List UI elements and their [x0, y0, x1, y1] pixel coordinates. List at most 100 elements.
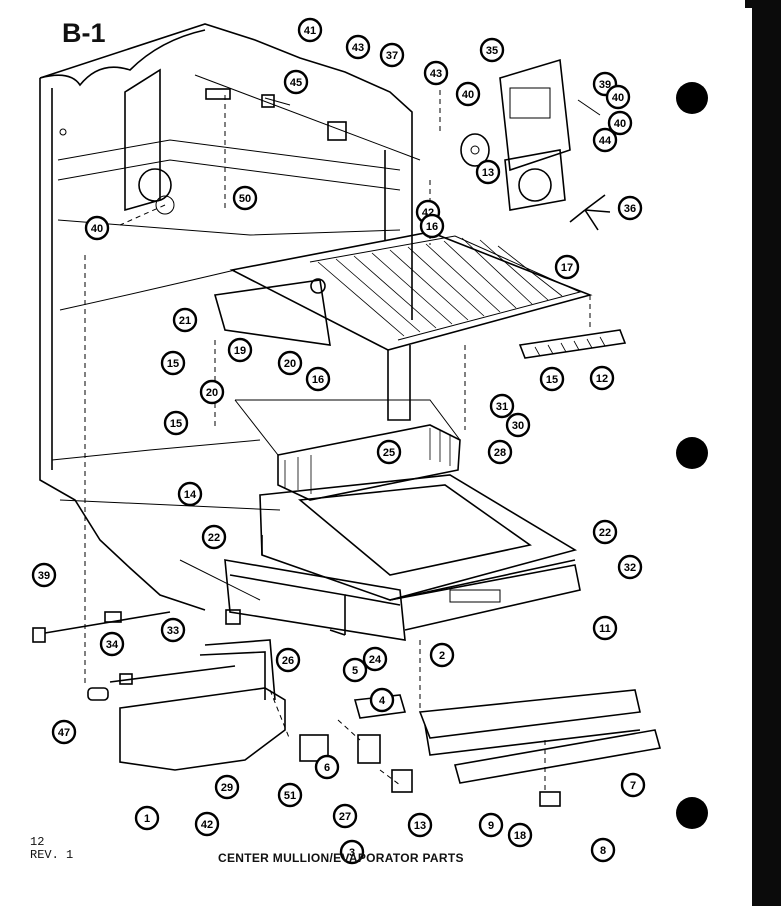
diagram-caption: CENTER MULLION/EVAPORATOR PARTS	[218, 851, 464, 865]
callout-bubble	[617, 554, 643, 580]
callout-number: 17	[561, 262, 573, 274]
callout-number: 26	[282, 655, 294, 667]
callout-number: 30	[512, 420, 524, 432]
callout-bubble	[539, 366, 565, 392]
callout-bubble	[51, 719, 77, 745]
callout-bubble	[172, 307, 198, 333]
callout-bubble	[362, 646, 388, 672]
callout-number: 20	[206, 387, 218, 399]
callout-bubble	[201, 524, 227, 550]
callout-number: 50	[239, 193, 251, 205]
callout-number: 47	[58, 727, 70, 739]
callout-bubble	[376, 439, 402, 465]
callout-bubble	[507, 822, 533, 848]
callout-number: 7	[630, 780, 636, 792]
callout-bubble	[607, 110, 633, 136]
callout-bubble	[429, 642, 455, 668]
punch-hole-bottom	[676, 797, 708, 829]
callout-number: 40	[462, 89, 474, 101]
callout-bubble	[423, 60, 449, 86]
callout-bubble	[479, 37, 505, 63]
callout-number: 34	[106, 639, 119, 651]
callout-number: 12	[596, 373, 608, 385]
callout-bubble	[369, 687, 395, 713]
callout-number: 29	[221, 782, 233, 794]
evaporator-coil	[234, 399, 461, 501]
callout-number: 11	[599, 623, 611, 635]
callout-bubble	[407, 812, 433, 838]
callout-bubble	[283, 69, 309, 95]
callout-bubble	[31, 562, 57, 588]
callout-number: 22	[208, 532, 220, 544]
callout-bubble	[592, 127, 618, 153]
callout-number: 3	[349, 847, 355, 859]
callout-bubble	[332, 803, 358, 829]
callout-number: 39	[38, 570, 50, 582]
callout-bubble	[590, 837, 616, 863]
callout-number: 6	[324, 762, 330, 774]
callout-bubble	[163, 410, 189, 436]
corner-mark	[745, 0, 755, 8]
callout-bubble	[339, 839, 365, 865]
callout-number: 33	[167, 625, 179, 637]
binding-edge-bar	[752, 0, 781, 906]
callout-bubble	[554, 254, 580, 280]
callout-bubble	[617, 195, 643, 221]
callout-number: 41	[304, 25, 316, 37]
callout-bubble	[505, 412, 531, 438]
insulation-frame	[259, 474, 578, 601]
punch-hole-top	[676, 82, 708, 114]
callout-bubble	[277, 350, 303, 376]
callout-bubble	[345, 34, 371, 60]
callout-bubble	[277, 782, 303, 808]
callout-bubble	[160, 617, 186, 643]
callout-number: 24	[369, 654, 382, 666]
callout-bubble	[455, 81, 481, 107]
callout-bubble	[177, 481, 203, 507]
callout-number: 36	[624, 203, 636, 215]
callout-number: 40	[612, 92, 624, 104]
callout-number: 16	[312, 374, 324, 386]
callout-bubble	[592, 519, 618, 545]
callout-bubble	[232, 185, 258, 211]
callout-number: 14	[184, 489, 197, 501]
page-number: 12 REV. 1	[30, 835, 74, 862]
callout-bubble	[487, 439, 513, 465]
callout-number: 5	[352, 665, 358, 677]
callout-number: 21	[179, 315, 191, 327]
callout-bubble	[589, 365, 615, 391]
mullion-front	[224, 559, 581, 641]
callout-number: 51	[284, 790, 296, 802]
callout-number: 40	[91, 223, 103, 235]
callout-bubble	[314, 754, 340, 780]
punch-hole-middle	[676, 437, 708, 469]
callout-number: 39	[599, 79, 611, 91]
callout-number: 9	[488, 820, 494, 832]
callout-bubble	[84, 215, 110, 241]
callout-bubble	[419, 213, 445, 239]
callout-number: 44	[599, 135, 612, 147]
callout-number: 45	[290, 77, 302, 89]
callout-number: 2	[439, 650, 445, 662]
callout-bubble	[475, 159, 501, 185]
callout-number: 15	[167, 358, 179, 370]
callout-bubble	[275, 647, 301, 673]
callout-bubble	[297, 17, 323, 43]
callout-number: 35	[486, 45, 498, 57]
callout-bubble	[620, 772, 646, 798]
callout-number: 8	[600, 845, 606, 857]
callout-bubble	[199, 379, 225, 405]
callout-number: 43	[352, 42, 364, 54]
callout-number: 4	[379, 695, 386, 707]
callout-number: 19	[234, 345, 246, 357]
callout-number: 16	[426, 221, 438, 233]
callout-bubble	[478, 812, 504, 838]
callout-number: 37	[386, 50, 398, 62]
evaporator-cover-plate	[59, 231, 627, 421]
callout-number: 15	[546, 374, 558, 386]
callout-bubble	[160, 350, 186, 376]
callout-bubble	[227, 337, 253, 363]
lower-left-parts	[32, 609, 413, 793]
